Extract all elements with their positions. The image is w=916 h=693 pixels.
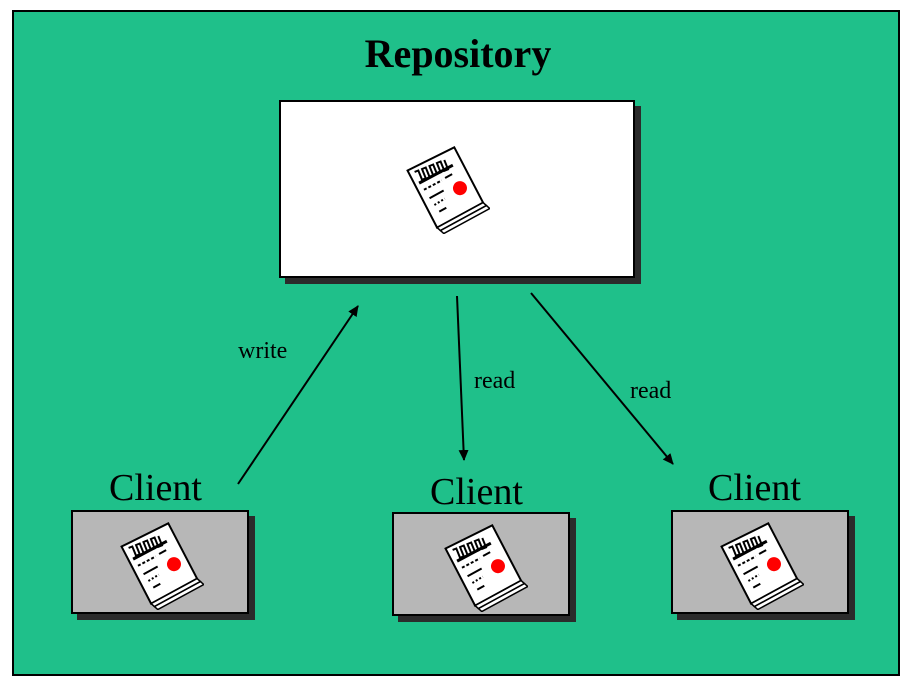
- client-label-3: Client: [708, 467, 801, 509]
- read-arrow-2: [530, 292, 674, 465]
- read-label-1: read: [474, 368, 516, 394]
- client-2-document-icon: [444, 524, 528, 612]
- diagram-title: Repository: [364, 31, 552, 76]
- client-label-2: Client: [430, 471, 523, 513]
- read-arrow-1: [456, 295, 469, 461]
- write-arrow: [237, 305, 359, 485]
- client-label-1: Client: [109, 467, 202, 509]
- read-label-2: read: [630, 378, 672, 404]
- client-1-document-icon: [120, 522, 204, 610]
- client-3-document-icon: [720, 522, 804, 610]
- write-label: write: [238, 338, 288, 364]
- repository-document-icon: [406, 146, 490, 234]
